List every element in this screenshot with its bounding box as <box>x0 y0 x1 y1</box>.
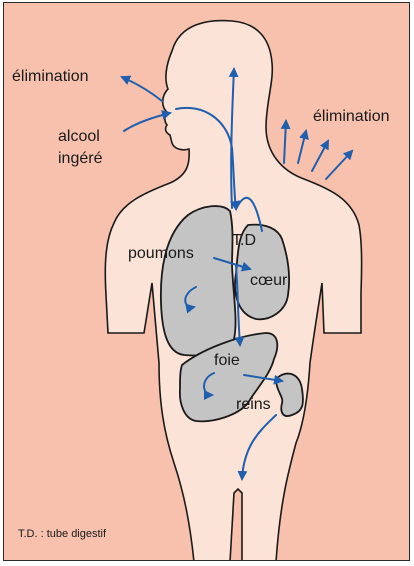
body-diagram: élimination élimination alcool ingéré T.… <box>4 3 410 561</box>
arrow-skin-2 <box>298 131 306 163</box>
label-ingere: ingéré <box>58 150 103 167</box>
label-alcool: alcool <box>58 128 100 145</box>
label-foie: foie <box>214 352 240 369</box>
arrow-alcool-in <box>124 113 170 131</box>
arrow-skin-1 <box>284 121 286 163</box>
label-td: T.D <box>232 232 256 249</box>
label-reins: reins <box>236 396 271 413</box>
label-poumons: poumons <box>128 245 194 262</box>
arrow-elimination-mouth <box>122 77 162 101</box>
label-elimination-left: élimination <box>12 68 88 85</box>
legend-note: T.D. : tube digestif <box>18 528 107 540</box>
label-elimination-right: élimination <box>313 108 389 125</box>
diagram-frame: élimination élimination alcool ingéré T.… <box>3 2 410 561</box>
arrow-skin-3 <box>312 141 328 171</box>
label-coeur: cœur <box>250 272 288 289</box>
arrow-skin-4 <box>326 151 352 179</box>
